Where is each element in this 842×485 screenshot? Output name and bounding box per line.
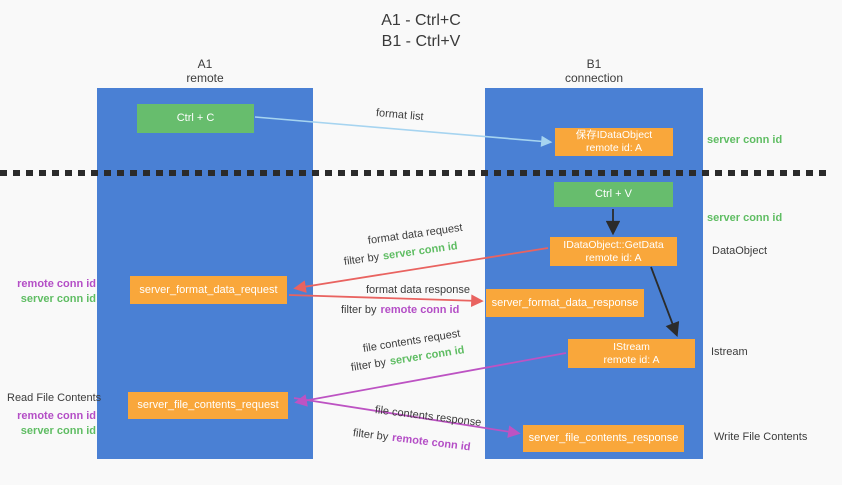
remote-conn-id-text: remote conn id [380,304,460,316]
server-file-contents-request-label: server_file_contents_request [137,399,279,411]
remote-conn-id-side: remote conn id [17,410,96,422]
title-line-a1: A1 - Ctrl+C [381,12,461,29]
lifeline-b1-name: B1 [586,57,602,71]
save-idataobject-box: 保存IDataObject remote id: A [555,128,673,156]
lifeline-a1-name: A1 [197,57,213,71]
filter-by-text: filter by [350,356,387,374]
server-format-data-response-label: server_format_data_response [491,296,639,309]
istream-box: IStream remote id: A [568,339,695,368]
getdata-box: IDataObject::GetData remote id: A [550,237,677,266]
title-line-b1: B1 - Ctrl+V [381,33,461,50]
ctrl-v-label: Ctrl + V [595,188,632,200]
format-data-response-label: format data response [366,284,470,296]
remote-conn-id-side: remote conn id [17,278,96,290]
save-idataobject-line1: 保存IDataObject [575,129,653,141]
server-format-data-request-label: server_format_data_request [139,283,278,296]
file-contents-response-label: file contents response [374,404,482,429]
dataobject-side-label: DataObject [712,245,768,257]
remote-conn-id-text: remote conn id [391,431,472,454]
server-format-data-request-box: server_format_data_request [130,276,287,304]
filter-by-text: filter by [343,251,380,268]
server-conn-id-side: server conn id [20,293,96,305]
diagram-title: A1 - Ctrl+C B1 - Ctrl+V [0,10,842,52]
istream-line1: IStream [613,340,650,353]
lifeline-header-a1: A1 remote [97,57,313,85]
getdata-line1: IDataObject::GetData [563,238,664,251]
istream-line2: remote id: A [603,353,660,366]
filter-by-text: filter by [341,304,377,316]
server-format-data-response-box: server_format_data_response [486,289,644,317]
getdata-line2: remote id: A [585,251,642,264]
dotted-divider-line [0,170,830,176]
filter-by-text: filter by [352,427,389,444]
format-list-label: format list [375,107,425,124]
lifeline-a1-role: remote [186,71,224,85]
server-conn-id-side-top: server conn id [707,134,783,146]
read-file-contents-label: Read File Contents [7,392,102,404]
ctrl-c-box: Ctrl + C [137,104,254,133]
ctrl-v-box: Ctrl + V [554,182,673,207]
server-conn-id-side-mid: server conn id [707,212,783,224]
istream-side-label: Istream [711,346,748,358]
lifeline-b1-role: connection [564,71,624,85]
left-conn-id-block-bottom: remote conn id server conn id [8,409,96,439]
server-conn-id-side: server conn id [20,425,96,437]
write-file-contents-label: Write File Contents [714,431,808,443]
server-file-contents-response-box: server_file_contents_response [523,425,684,452]
server-file-contents-request-box: server_file_contents_request [128,392,288,419]
server-file-contents-response-label: server_file_contents_response [528,432,679,444]
left-conn-id-block-top: remote conn id server conn id [8,277,96,307]
lifeline-header-b1: B1 connection [485,57,703,85]
save-idataobject-line2: remote id: A [585,142,643,154]
ctrl-c-label: Ctrl + C [176,112,215,124]
